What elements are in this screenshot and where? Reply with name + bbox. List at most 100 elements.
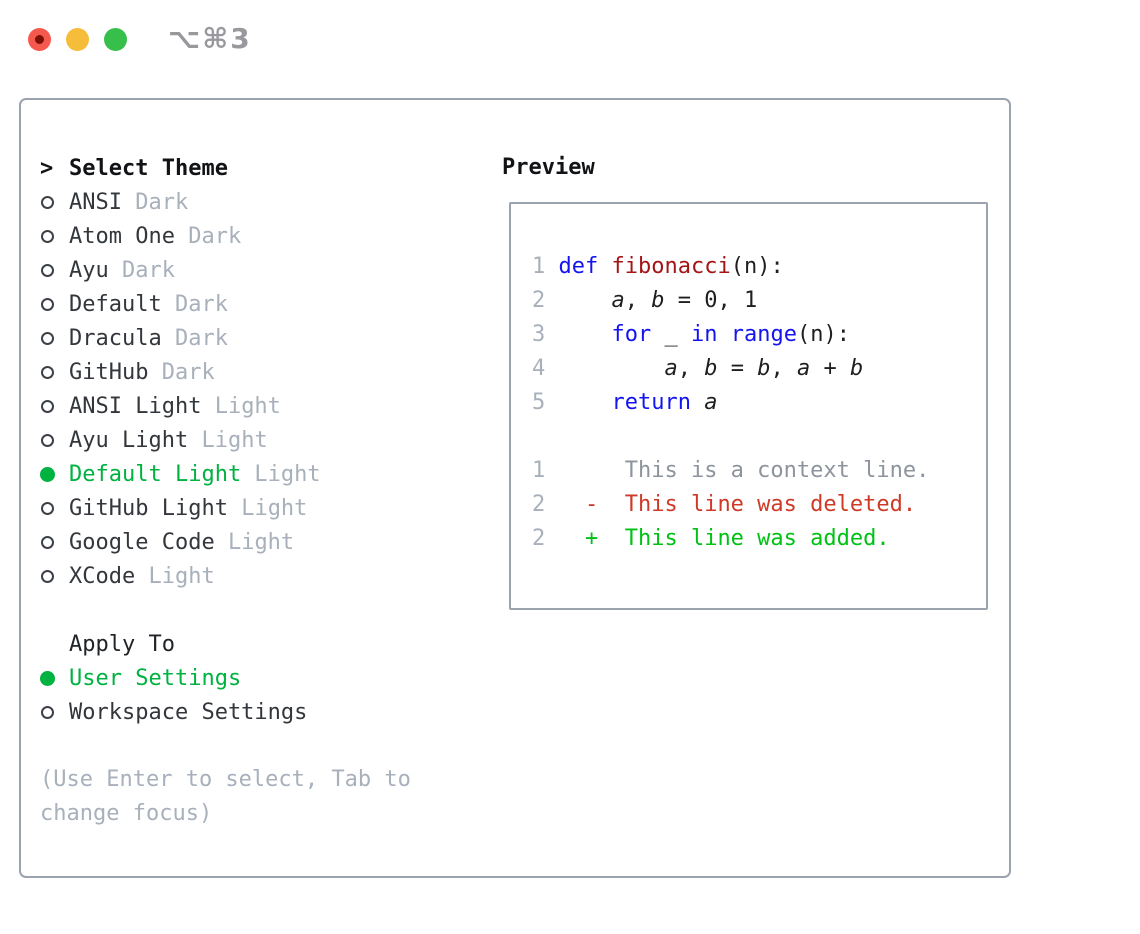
theme-option-google-code[interactable]: Google Code Light [40,525,490,559]
option-label: Google Code [69,529,215,555]
apply-option-workspace-settings[interactable]: Workspace Settings [40,695,490,729]
code-segment: - This line was deleted. [558,492,917,517]
code-segment: def [558,254,599,279]
code-segment: a [704,390,718,415]
option-variant-label: Light [241,461,321,487]
code-segment: a [611,288,625,313]
preview-line-3: 3 for _ in range(n): [532,318,986,352]
circle-icon [41,365,54,379]
circle-icon [41,195,54,209]
radio-icon [40,229,69,243]
option-label: GitHub [69,359,149,385]
titlebar: ⌥⌘3 [0,0,1140,76]
option-label: User Settings [69,665,242,691]
option-variant-label: Dark [161,291,228,317]
option-variant-label: Dark [161,325,228,351]
option-label: GitHub Light [69,495,228,521]
radio-icon [40,365,69,379]
radio-icon [40,501,69,515]
circle-icon [41,535,54,549]
preview-line-2: 2 a, b = 0, 1 [532,284,986,318]
preview-line-6 [532,420,986,454]
option-variant-label: Light [201,393,281,419]
minimize-button[interactable] [66,28,89,51]
line-number: 3 [532,322,559,347]
option-label: Atom One [69,223,175,249]
circle-icon [41,229,54,243]
radio-icon [40,399,69,413]
circle-icon [41,433,54,447]
preview-line-1: 1 def fibonacci(n): [532,250,986,284]
line-number: 4 [532,356,559,381]
option-variant-label: Dark [108,257,175,283]
circle-icon [41,705,54,719]
radio-icon [40,263,69,277]
theme-option-github-light[interactable]: GitHub Light Light [40,491,490,525]
preview-line-5: 5 return a [532,386,986,420]
close-button[interactable] [28,28,51,51]
apply-to-title: Apply To [69,631,175,657]
circle-icon [41,331,54,345]
code-segment [717,322,730,347]
code-segment: b [704,356,718,381]
option-variant-label: Dark [148,359,215,385]
theme-option-xcode[interactable]: XCode Light [40,559,490,593]
preview-title: Preview [502,155,595,180]
code-segment: , [677,356,705,381]
filled-circle-icon [40,466,55,482]
preview-line-9: 2 + This line was added. [532,522,986,556]
code-segment: _ [651,322,691,347]
code-segment: + This line was added. [558,526,890,551]
theme-option-atom-one[interactable]: Atom One Dark [40,219,490,253]
option-variant-label: Light [188,427,268,453]
code-segment: = 0, 1 [664,288,758,313]
theme-option-ansi-light[interactable]: ANSI Light Light [40,389,490,423]
line-number: 5 [532,390,559,415]
preview-line-7: 1 This is a context line. [532,454,986,488]
theme-list-title: Select Theme [69,155,228,181]
code-segment: (n): [796,322,850,347]
code-segment: + [810,356,850,381]
circle-icon [41,297,54,311]
theme-option-default-light[interactable]: Default Light Light [40,457,490,491]
option-variant-label: Dark [174,223,242,249]
option-label: Default [69,291,162,317]
code-segment [559,356,665,381]
filled-circle-icon [40,670,55,686]
line-number: 1 [532,254,559,279]
code-segment: (n): [730,254,784,279]
option-variant-label: Light [135,563,215,589]
radio-icon [40,195,69,209]
code-segment: fibonacci [611,254,731,279]
option-variant-label: Light [227,495,308,521]
traffic-lights [28,28,127,51]
line-number: 2 [532,526,559,551]
spacer [40,593,490,627]
radio-selected-icon [40,670,69,686]
circle-icon [41,263,54,277]
code-segment: b [651,288,665,313]
option-variant-label: Light [214,529,295,555]
radio-selected-icon [40,466,69,482]
theme-option-ansi[interactable]: ANSI Dark [40,185,490,219]
line-number: 2 [532,492,559,517]
apply-option-user-settings[interactable]: User Settings [40,661,490,695]
code-segment [559,322,612,347]
close-dot-icon [35,35,44,44]
option-label: ANSI [69,189,122,215]
theme-option-ayu[interactable]: Ayu Dark [40,253,490,287]
theme-option-ayu-light[interactable]: Ayu Light Light [40,423,490,457]
theme-option-default[interactable]: Default Dark [40,287,490,321]
keyboard-shortcut-label: ⌥⌘3 [168,22,252,55]
theme-option-dracula[interactable]: Dracula Dark [40,321,490,355]
zoom-button[interactable] [104,28,127,51]
code-segment: return [611,390,691,415]
theme-option-github[interactable]: GitHub Dark [40,355,490,389]
